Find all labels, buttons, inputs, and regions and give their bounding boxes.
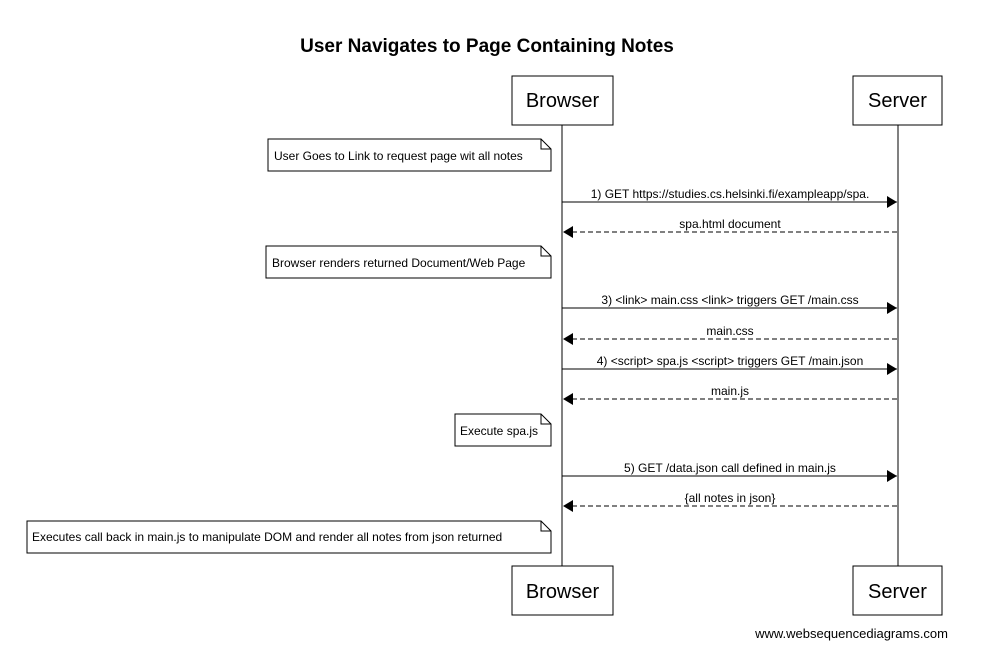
note-execute-spa-js: Execute spa.js [454, 413, 552, 447]
diagram-title: User Navigates to Page Containing Notes [300, 36, 674, 57]
participant-label: Server [868, 90, 927, 112]
message-get-main-css: 3) <link> main.css <link> triggers GET /… [562, 293, 897, 314]
note-text: Browser renders returned Document/Web Pa… [272, 256, 526, 270]
message-label: 5) GET /data.json call defined in main.j… [624, 461, 836, 475]
message-all-notes-json: {all notes in json} [563, 491, 897, 512]
message-get-data-json: 5) GET /data.json call defined in main.j… [562, 461, 897, 482]
message-label: main.css [706, 324, 753, 338]
note-user-goes-to-link: User Goes to Link to request page wit al… [267, 138, 552, 172]
note-text: Execute spa.js [460, 424, 538, 438]
participant-label: Browser [526, 90, 600, 112]
note-text: User Goes to Link to request page wit al… [274, 149, 523, 163]
note-text: Executes call back in main.js to manipul… [32, 530, 502, 544]
participant-server-bottom: Server [852, 565, 943, 616]
participant-server-top: Server [852, 75, 943, 126]
message-label: {all notes in json} [685, 491, 776, 505]
participant-browser-bottom: Browser [511, 565, 614, 616]
message-main-js: main.js [563, 384, 897, 405]
participant-browser-top: Browser [511, 75, 614, 126]
note-browser-renders: Browser renders returned Document/Web Pa… [265, 245, 552, 279]
message-label: spa.html document [679, 217, 781, 231]
message-spa-html-document: spa.html document [563, 217, 897, 238]
message-label: 1) GET https://studies.cs.helsinki.fi/ex… [591, 187, 870, 201]
message-label: 4) <script> spa.js <script> triggers GET… [597, 354, 864, 368]
message-main-css: main.css [563, 324, 897, 345]
message-get-main-json: 4) <script> spa.js <script> triggers GET… [562, 354, 897, 375]
message-get-spa: 1) GET https://studies.cs.helsinki.fi/ex… [562, 187, 897, 208]
participant-label: Browser [526, 581, 600, 603]
message-label: main.js [711, 384, 749, 398]
message-label: 3) <link> main.css <link> triggers GET /… [601, 293, 858, 307]
note-executes-callback: Executes call back in main.js to manipul… [26, 520, 552, 554]
participant-label: Server [868, 581, 927, 603]
footer-credit: www.websequencediagrams.com [754, 626, 948, 641]
